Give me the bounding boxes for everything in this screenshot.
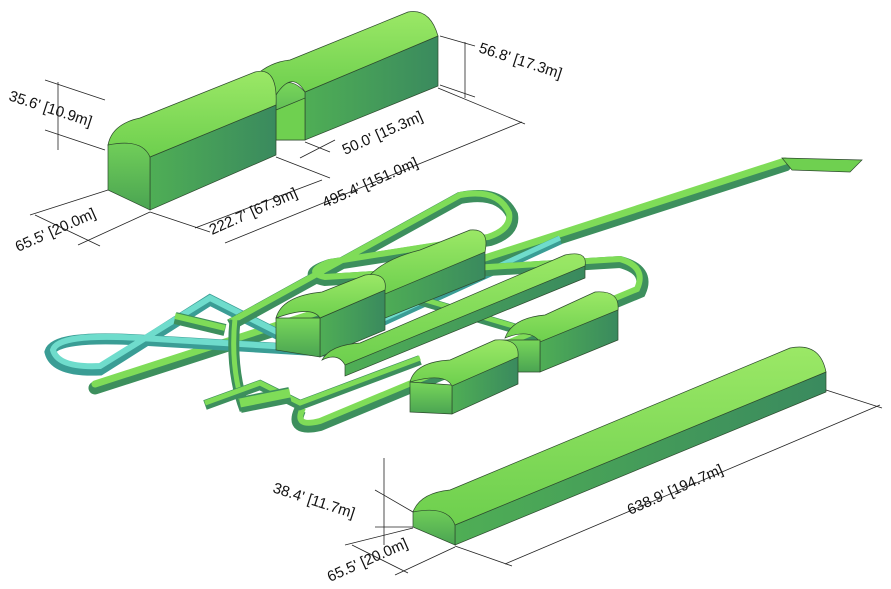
label-cavern-b-length: 638.9' [194.7m]	[625, 461, 726, 518]
cavern-a-left-top	[107, 70, 277, 158]
label-cavern-a-total-length: 495.4' [151.0m]	[320, 154, 421, 211]
label-cavern-b-width: 65.5' [20.0m]	[325, 535, 411, 586]
label-cavern-b-height: 38.4' [11.7m]	[271, 480, 357, 522]
label-cavern-a-span: 56.8' [17.3m]	[477, 40, 564, 83]
cavern-b-top	[412, 346, 827, 526]
label-cavern-a-seg1-length: 222.7' [67.9m]	[207, 185, 300, 239]
portal-pad	[781, 157, 863, 173]
cavern-a	[107, 11, 439, 211]
dimension-lines	[29, 35, 883, 576]
cavern-b-side	[454, 371, 827, 546]
cavern-a-right-top	[254, 11, 439, 96]
tunnel-network	[44, 157, 863, 433]
cavern-b	[412, 346, 827, 546]
label-cavern-a-width: 65.5' [20.0m]	[13, 205, 99, 256]
label-cavern-a-height: 35.6' [10.9m]	[7, 88, 94, 131]
